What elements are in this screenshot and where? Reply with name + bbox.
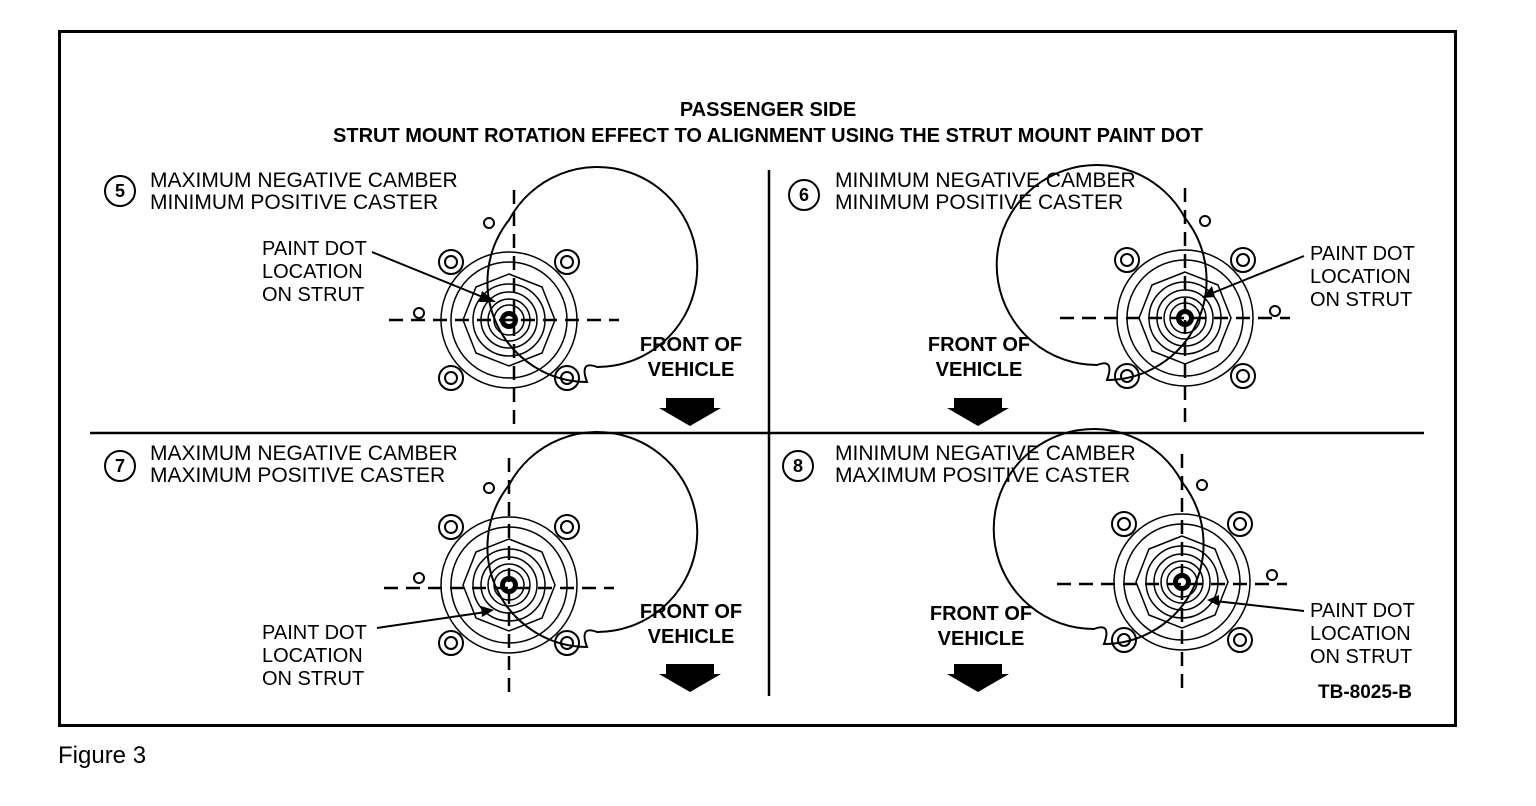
panel-number-6: 6 xyxy=(788,179,820,211)
front-arrow-icon-5 xyxy=(659,398,721,426)
reference-code: TB-8025-B xyxy=(1318,682,1412,703)
front-arrow-icon-8 xyxy=(947,664,1009,692)
panel-number-5: 5 xyxy=(104,175,136,207)
panel-number-8: 8 xyxy=(782,450,814,482)
figure-caption: Figure 3 xyxy=(58,742,147,769)
diagram-title-line2: STRUT MOUNT ROTATION EFFECT TO ALIGNMENT… xyxy=(333,125,1203,147)
diagram-title-line1: PASSENGER SIDE xyxy=(679,99,857,121)
figure-frame xyxy=(58,30,1457,727)
panel-number-7: 7 xyxy=(104,450,136,482)
front-arrow-icon-6 xyxy=(947,398,1009,426)
front-arrow-icon-7 xyxy=(659,664,721,692)
